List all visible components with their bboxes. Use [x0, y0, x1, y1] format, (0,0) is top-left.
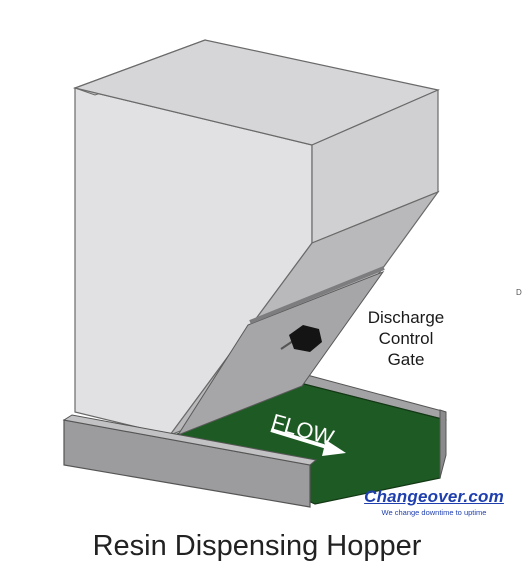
logo-name: Changeover.com — [364, 487, 504, 506]
tray-right-end — [439, 409, 447, 479]
gate-top-lip — [249, 266, 385, 324]
diagram-title: Resin Dispensing Hopper — [92, 530, 422, 562]
changeover-logo: Changeover.com We change downtime to upt… — [352, 487, 516, 517]
gate-knob-icon — [280, 325, 322, 352]
logo-tagline: We change downtime to uptime — [381, 508, 487, 517]
callout-line-1: Discharge — [367, 308, 445, 327]
discharge-gate-plate — [176, 270, 385, 437]
flow-arrow — [270, 428, 346, 456]
tray-front-rail-top — [62, 414, 318, 466]
discharge-gate-callout: Discharge Control Gate — [356, 307, 456, 370]
callout-line-2: Control — [378, 329, 434, 348]
callout-line-3: Gate — [387, 350, 425, 369]
edge-mark: D — [516, 288, 522, 297]
